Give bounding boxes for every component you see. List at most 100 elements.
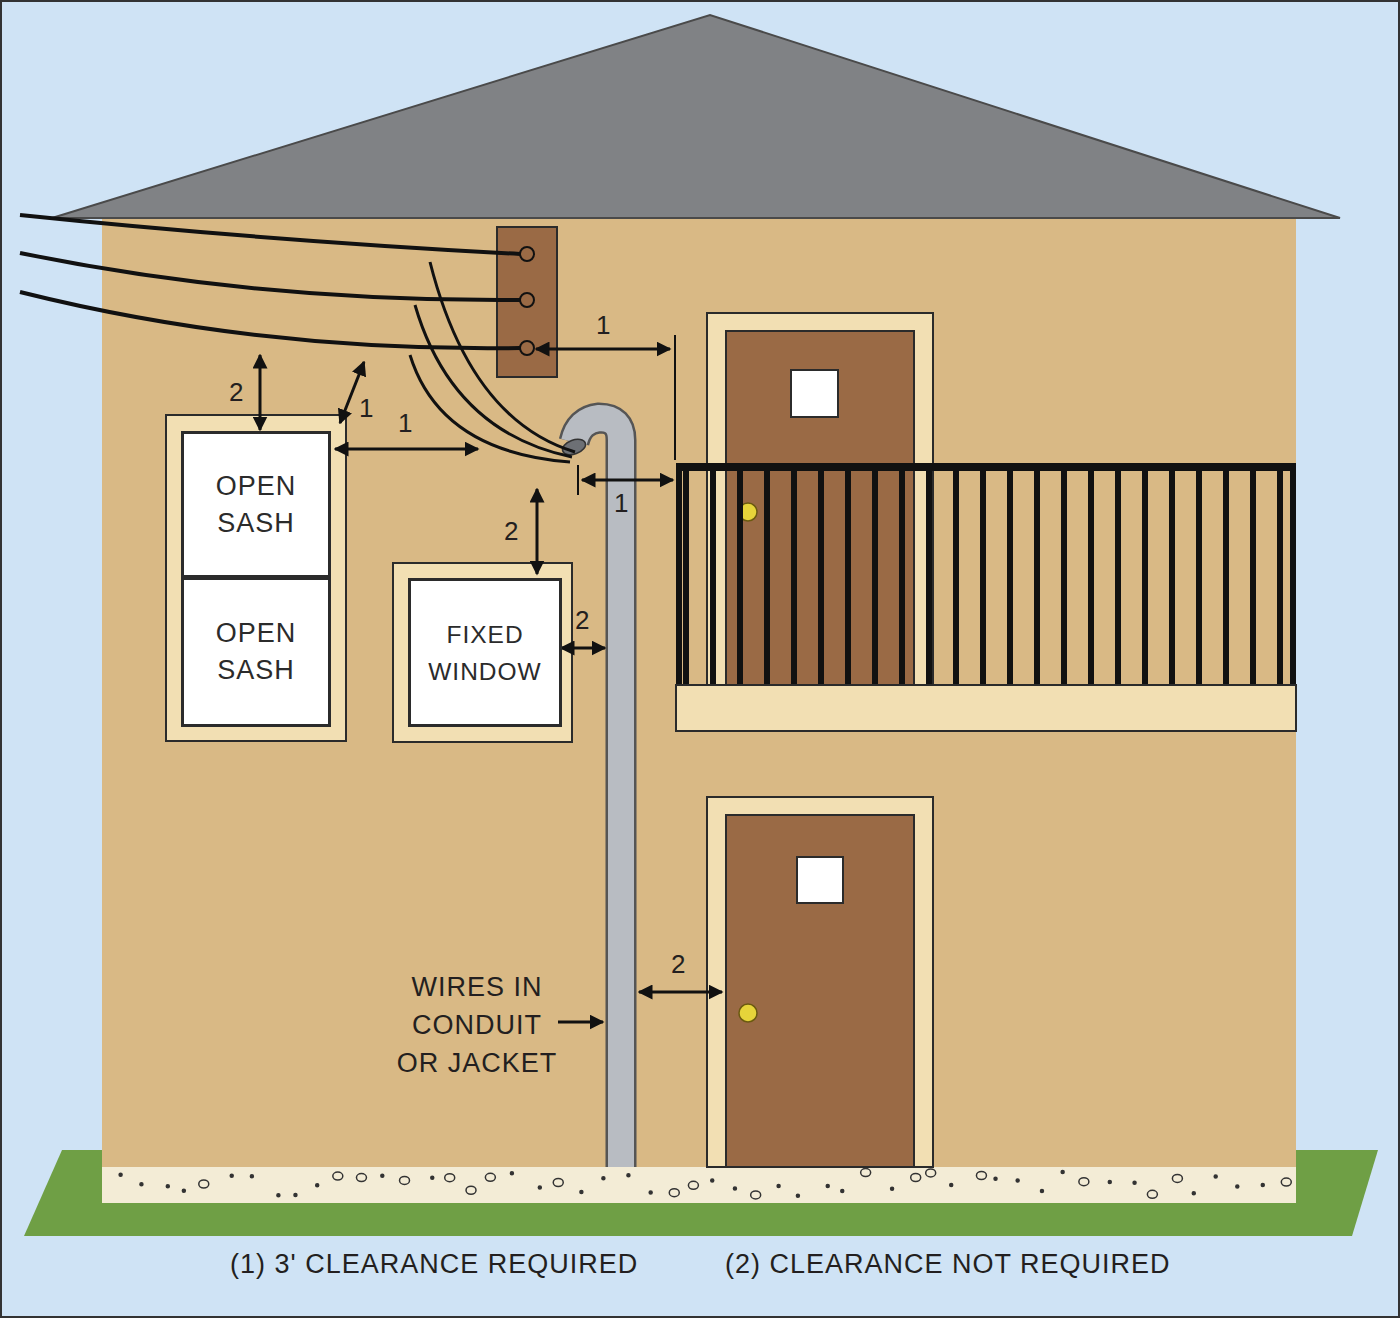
house-wall	[102, 218, 1296, 1167]
dimension-tick	[577, 465, 579, 495]
baluster	[1250, 471, 1256, 685]
callout-number: 2	[227, 378, 246, 407]
baluster	[1061, 471, 1067, 685]
balcony-railing	[676, 463, 1296, 685]
gravel-dot	[777, 1185, 780, 1188]
baluster	[791, 471, 797, 685]
baluster	[737, 471, 743, 685]
baluster	[1277, 471, 1283, 685]
baluster	[926, 471, 932, 685]
callout-number: 1	[396, 409, 415, 438]
insulator	[520, 247, 534, 355]
gravel-dot	[333, 1172, 343, 1180]
gravel-dot	[669, 1189, 679, 1197]
callout-number: 1	[612, 489, 631, 518]
service-drop-wire	[20, 215, 520, 254]
baluster	[1196, 471, 1202, 685]
gravel-dot	[166, 1185, 169, 1188]
gravel-dot	[580, 1191, 583, 1194]
baluster	[683, 471, 689, 685]
gravel-dot	[1079, 1178, 1089, 1186]
gravel-dot	[976, 1171, 986, 1179]
gravel-dot	[1261, 1183, 1264, 1186]
gravel-dot	[627, 1174, 630, 1177]
gravel-dot	[796, 1194, 799, 1197]
dimension-arrow	[335, 448, 478, 451]
conduit-outline	[574, 418, 621, 1167]
baluster	[818, 471, 824, 685]
gravel-dot	[400, 1176, 410, 1184]
drip-loop-wire	[430, 262, 575, 452]
gravel-dot	[445, 1174, 455, 1182]
door	[726, 815, 914, 1167]
window-label: OPEN SASH	[201, 615, 311, 689]
dimension-arrow	[259, 355, 262, 430]
balcony-floor	[676, 685, 1296, 731]
gravel-dot	[119, 1173, 122, 1176]
window-label: OPEN SASH	[201, 468, 311, 542]
dimension-arrow	[536, 348, 670, 351]
gravel-dot	[649, 1191, 652, 1194]
gravel-dot	[1147, 1190, 1157, 1198]
baluster	[899, 471, 905, 685]
dimension-arrow	[639, 991, 722, 994]
window-sash: FIXED WINDOW	[408, 578, 562, 727]
gravel-dot	[711, 1179, 714, 1182]
door	[726, 331, 914, 693]
gravel-dot	[485, 1173, 495, 1181]
insulator	[520, 247, 534, 261]
gravel-dot	[466, 1186, 476, 1194]
gravel-dot	[688, 1181, 698, 1189]
door-frame	[707, 797, 933, 1167]
gravel-dot	[826, 1185, 829, 1188]
gravel-dot	[926, 1169, 936, 1177]
gravel-dot	[1281, 1178, 1291, 1186]
dimension-arrow	[582, 479, 673, 482]
foundation-gravel	[119, 1169, 1291, 1199]
balcony-top-rail	[676, 463, 1296, 471]
gravel-dot	[277, 1194, 280, 1197]
baluster	[1034, 471, 1040, 685]
window-frame	[166, 415, 346, 741]
railing-post	[676, 463, 682, 685]
gravel-dot	[553, 1179, 563, 1187]
gravel-dot	[199, 1180, 209, 1188]
baluster	[1115, 471, 1121, 685]
gravel-dot	[602, 1177, 605, 1180]
drip-loop-wire	[410, 355, 570, 462]
gravel-dot	[182, 1189, 185, 1192]
leader-arrow	[558, 1021, 603, 1024]
service-drop-wire	[20, 292, 520, 348]
window-label: FIXED WINDOW	[415, 616, 555, 690]
callout-number: 2	[502, 517, 521, 546]
baluster	[845, 471, 851, 685]
callout-number: 1	[594, 311, 613, 340]
gravel-dot	[891, 1187, 894, 1190]
gravel-dot	[751, 1191, 761, 1199]
gravel-dot	[1016, 1179, 1019, 1182]
dimension-tick	[674, 335, 676, 460]
baluster	[872, 471, 878, 685]
gravel-dot	[1108, 1180, 1111, 1183]
service-drop-wire	[20, 253, 520, 300]
gravel-dot	[316, 1184, 319, 1187]
conduit-note: WIRES IN CONDUIT OR JACKET	[387, 968, 567, 1082]
gravel-dot	[841, 1190, 844, 1193]
gravel-dot	[1040, 1189, 1043, 1192]
drip-loop-wire	[410, 262, 575, 462]
callout-number: 1	[357, 394, 376, 423]
door-frame	[707, 313, 933, 693]
gravel-dot	[381, 1174, 384, 1177]
door-knob	[739, 1004, 757, 1022]
baluster	[1142, 471, 1148, 685]
baluster	[1007, 471, 1013, 685]
window-sash: OPEN SASH	[181, 431, 331, 578]
door-window	[791, 370, 838, 417]
gravel-dot	[230, 1174, 233, 1177]
conduit	[574, 418, 621, 1167]
gravel-dot	[294, 1193, 297, 1196]
gravel-dot	[733, 1187, 736, 1190]
